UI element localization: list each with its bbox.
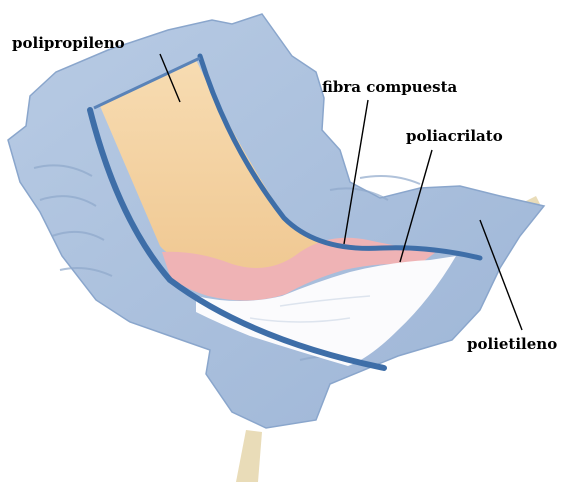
bottom-tab-strip [236, 430, 262, 482]
label-poliacrilato: poliacrilato [406, 129, 503, 144]
label-fibra-compuesta: fibra compuesta [322, 80, 457, 95]
label-polipropileno: polipropileno [12, 36, 125, 51]
label-polietileno: polietileno [467, 337, 557, 352]
